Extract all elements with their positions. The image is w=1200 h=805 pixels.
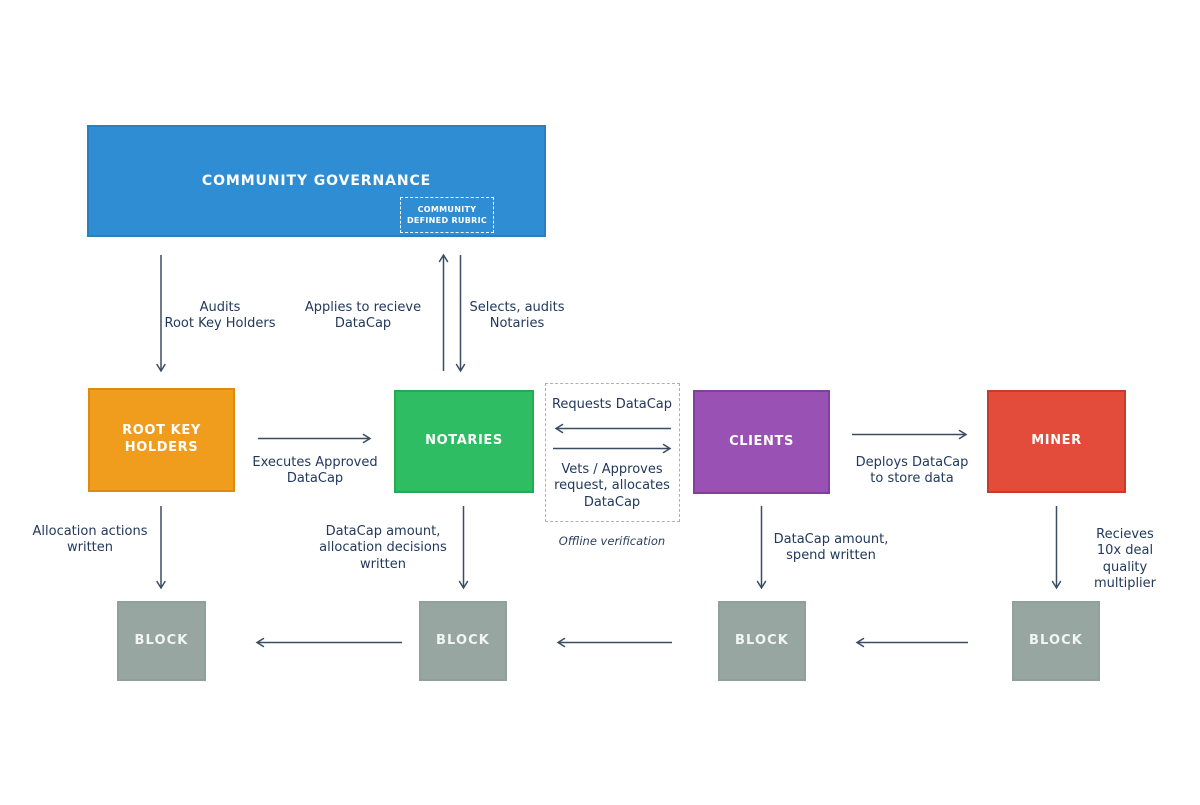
block-1-label: BLOCK — [134, 632, 189, 648]
node-clients: CLIENTS — [693, 390, 830, 494]
edge-label-selects: Selects, audits Notaries — [469, 300, 565, 332]
block-3-label: BLOCK — [735, 632, 789, 648]
miner-label: MINER — [1031, 433, 1082, 449]
offline-verification-box — [545, 383, 680, 522]
edge-label-datacap-spend-written: DataCap amount, spend written — [773, 532, 889, 564]
edge-label-allocation-written: Allocation actions written — [32, 524, 148, 556]
edge-label-deploys: Deploys DataCap to store data — [855, 455, 969, 487]
edge-label-audits: Audits Root Key Holders — [164, 300, 276, 332]
edge-label-executes: Executes Approved DataCap — [252, 455, 378, 487]
community-defined-rubric-label: COMMUNITY DEFINED RUBRIC — [406, 204, 488, 225]
node-block-2: BLOCK — [419, 601, 507, 681]
node-miner: MINER — [987, 390, 1126, 493]
community-governance-label: COMMUNITY GOVERNANCE — [201, 172, 432, 189]
edge-label-requests: Requests DataCap — [551, 397, 673, 412]
node-community-defined-rubric: COMMUNITY DEFINED RUBRIC — [400, 197, 494, 233]
block-4-label: BLOCK — [1029, 632, 1083, 648]
edge-label-datacap-allocation-written: DataCap amount, allocation decisions wri… — [319, 524, 447, 572]
edge-label-applies: Applies to recieve DataCap — [304, 300, 422, 332]
edge-label-offline-verification: Offline verification — [558, 534, 666, 548]
node-root-key-holders: ROOT KEY HOLDERS — [88, 388, 235, 492]
notaries-label: NOTARIES — [425, 433, 503, 449]
node-community-governance: COMMUNITY GOVERNANCE COMMUNITY DEFINED R… — [87, 125, 546, 237]
root-key-holders-label: ROOT KEY HOLDERS — [122, 423, 201, 455]
edge-label-recieves: Recieves 10x deal quality multiplier — [1093, 527, 1157, 591]
node-block-3: BLOCK — [718, 601, 806, 681]
block-2-label: BLOCK — [436, 632, 490, 648]
edge-label-vets: Vets / Approves request, allocates DataC… — [554, 462, 670, 510]
clients-label: CLIENTS — [729, 433, 794, 449]
node-block-1: BLOCK — [117, 601, 206, 681]
node-block-4: BLOCK — [1012, 601, 1100, 681]
node-notaries: NOTARIES — [394, 390, 534, 493]
